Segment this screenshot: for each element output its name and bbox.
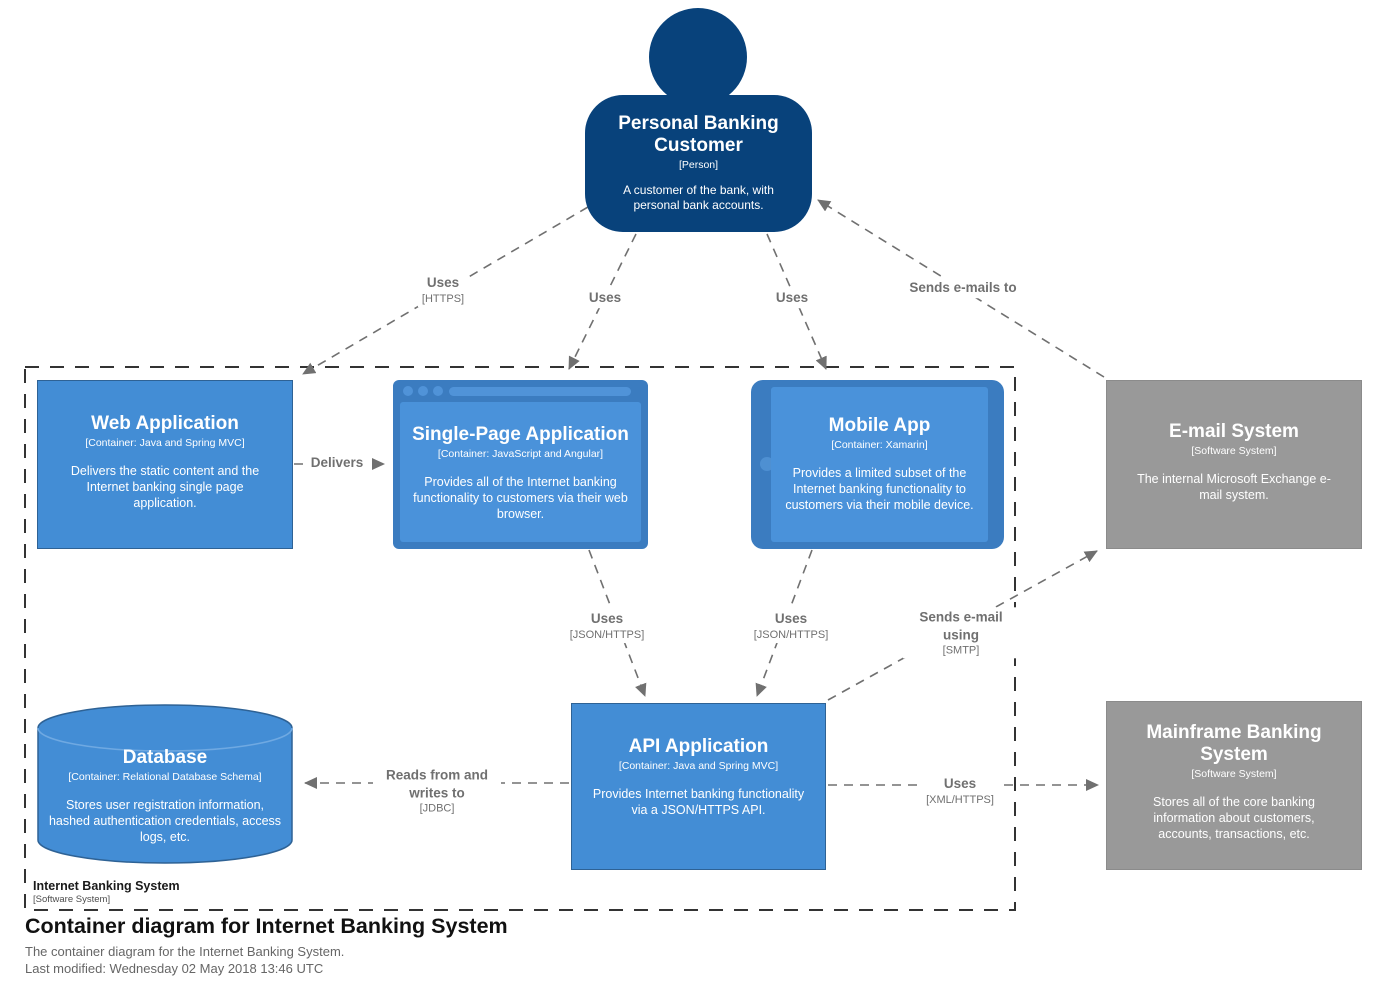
rel-label-api-database: Reads from and writes to [JDBC] — [373, 765, 501, 817]
node-meta: [Container: Xamarin] — [831, 438, 928, 451]
node-meta: [Container: Java and Spring MVC] — [85, 436, 245, 449]
mobile-home-button-icon — [760, 457, 774, 471]
node-description: Provides all of the Internet banking fun… — [413, 474, 628, 522]
node-title: Database — [122, 747, 208, 768]
node-title: Web Application — [91, 413, 239, 434]
node-meta: [Software System] — [1191, 444, 1277, 457]
browser-dot-icon — [403, 386, 413, 396]
node-meta: [Person] — [678, 158, 719, 171]
rel-label-webapp-spa: Delivers — [306, 453, 368, 473]
node-title: API Application — [628, 736, 769, 757]
last-modified-text: Last modified: Wednesday 02 May 2018 13:… — [25, 961, 324, 976]
connector-mobile-api — [755, 549, 813, 697]
boundary-label: Internet Banking System [Software System… — [33, 879, 180, 905]
connector-customer-mobile — [766, 233, 827, 370]
node-description: Stores user registration information, ha… — [48, 797, 282, 845]
node-single-page-application: Single-Page Application [Container: Java… — [393, 380, 648, 549]
person-head-shape — [649, 8, 747, 106]
browser-screen: Single-Page Application [Container: Java… — [400, 402, 641, 542]
page-subtitle: The container diagram for the Internet B… — [25, 944, 345, 959]
node-title: E-mail System — [1169, 421, 1299, 442]
node-description: Stores all of the core banking informati… — [1153, 794, 1315, 842]
rel-label-customer-webapp: Uses [HTTPS] — [417, 273, 469, 307]
rel-label-api-mainframe: Uses [XML/HTTPS] — [922, 774, 998, 808]
mobile-screen: Mobile App [Container: Xamarin] Provides… — [771, 387, 988, 542]
node-meta: [Container: Relational Database Schema] — [68, 770, 262, 783]
node-meta: [Container: JavaScript and Angular] — [437, 447, 604, 460]
node-meta: [Software System] — [1191, 767, 1277, 780]
database-cylinder-shape — [37, 704, 293, 864]
node-personal-banking-customer: Personal Banking Customer [Person] A cus… — [585, 95, 812, 232]
node-email-system: E-mail System [Software System] The inte… — [1106, 380, 1362, 549]
browser-address-bar — [449, 387, 631, 396]
node-web-application: Web Application [Container: Java and Spr… — [37, 380, 293, 549]
node-api-application: API Application [Container: Java and Spr… — [571, 703, 826, 870]
rel-label-customer-mobile: Uses — [771, 288, 813, 308]
connector-api-email — [827, 550, 1098, 701]
rel-label-email-customer: Sends e-mails to — [905, 278, 1021, 298]
rel-label-mobile-api: Uses [JSON/HTTPS] — [749, 609, 833, 643]
browser-dot-icon — [433, 386, 443, 396]
node-title: Mainframe Banking System — [1146, 722, 1322, 765]
node-description: Provides Internet banking functionality … — [592, 786, 805, 818]
node-title: Single-Page Application — [412, 424, 629, 445]
rel-label-spa-api: Uses [JSON/HTTPS] — [565, 609, 649, 643]
node-database: Database [Container: Relational Database… — [37, 703, 293, 865]
node-description: A customer of the bank, with personal ba… — [623, 182, 774, 213]
node-title: Personal Banking Customer — [618, 113, 779, 156]
node-mainframe-banking-system: Mainframe Banking System [Software Syste… — [1106, 701, 1362, 870]
node-mobile-app: Mobile App [Container: Xamarin] Provides… — [751, 380, 1004, 549]
rel-label-customer-spa: Uses — [584, 288, 626, 308]
node-description: Provides a limited subset of the Interne… — [785, 465, 974, 513]
node-title: Mobile App — [828, 415, 931, 436]
browser-chrome-bar — [393, 380, 648, 402]
node-meta: [Container: Java and Spring MVC] — [618, 759, 779, 772]
connector-spa-api — [588, 549, 647, 697]
node-description: The internal Microsoft Exchange e-mail s… — [1137, 471, 1331, 503]
page-title: Container diagram for Internet Banking S… — [25, 914, 508, 938]
browser-dot-icon — [418, 386, 428, 396]
rel-label-api-email: Sends e-mail using [SMTP] — [903, 607, 1019, 659]
node-description: Delivers the static content and the Inte… — [70, 463, 260, 511]
diagram-title-block: Container diagram for Internet Banking S… — [25, 914, 508, 976]
